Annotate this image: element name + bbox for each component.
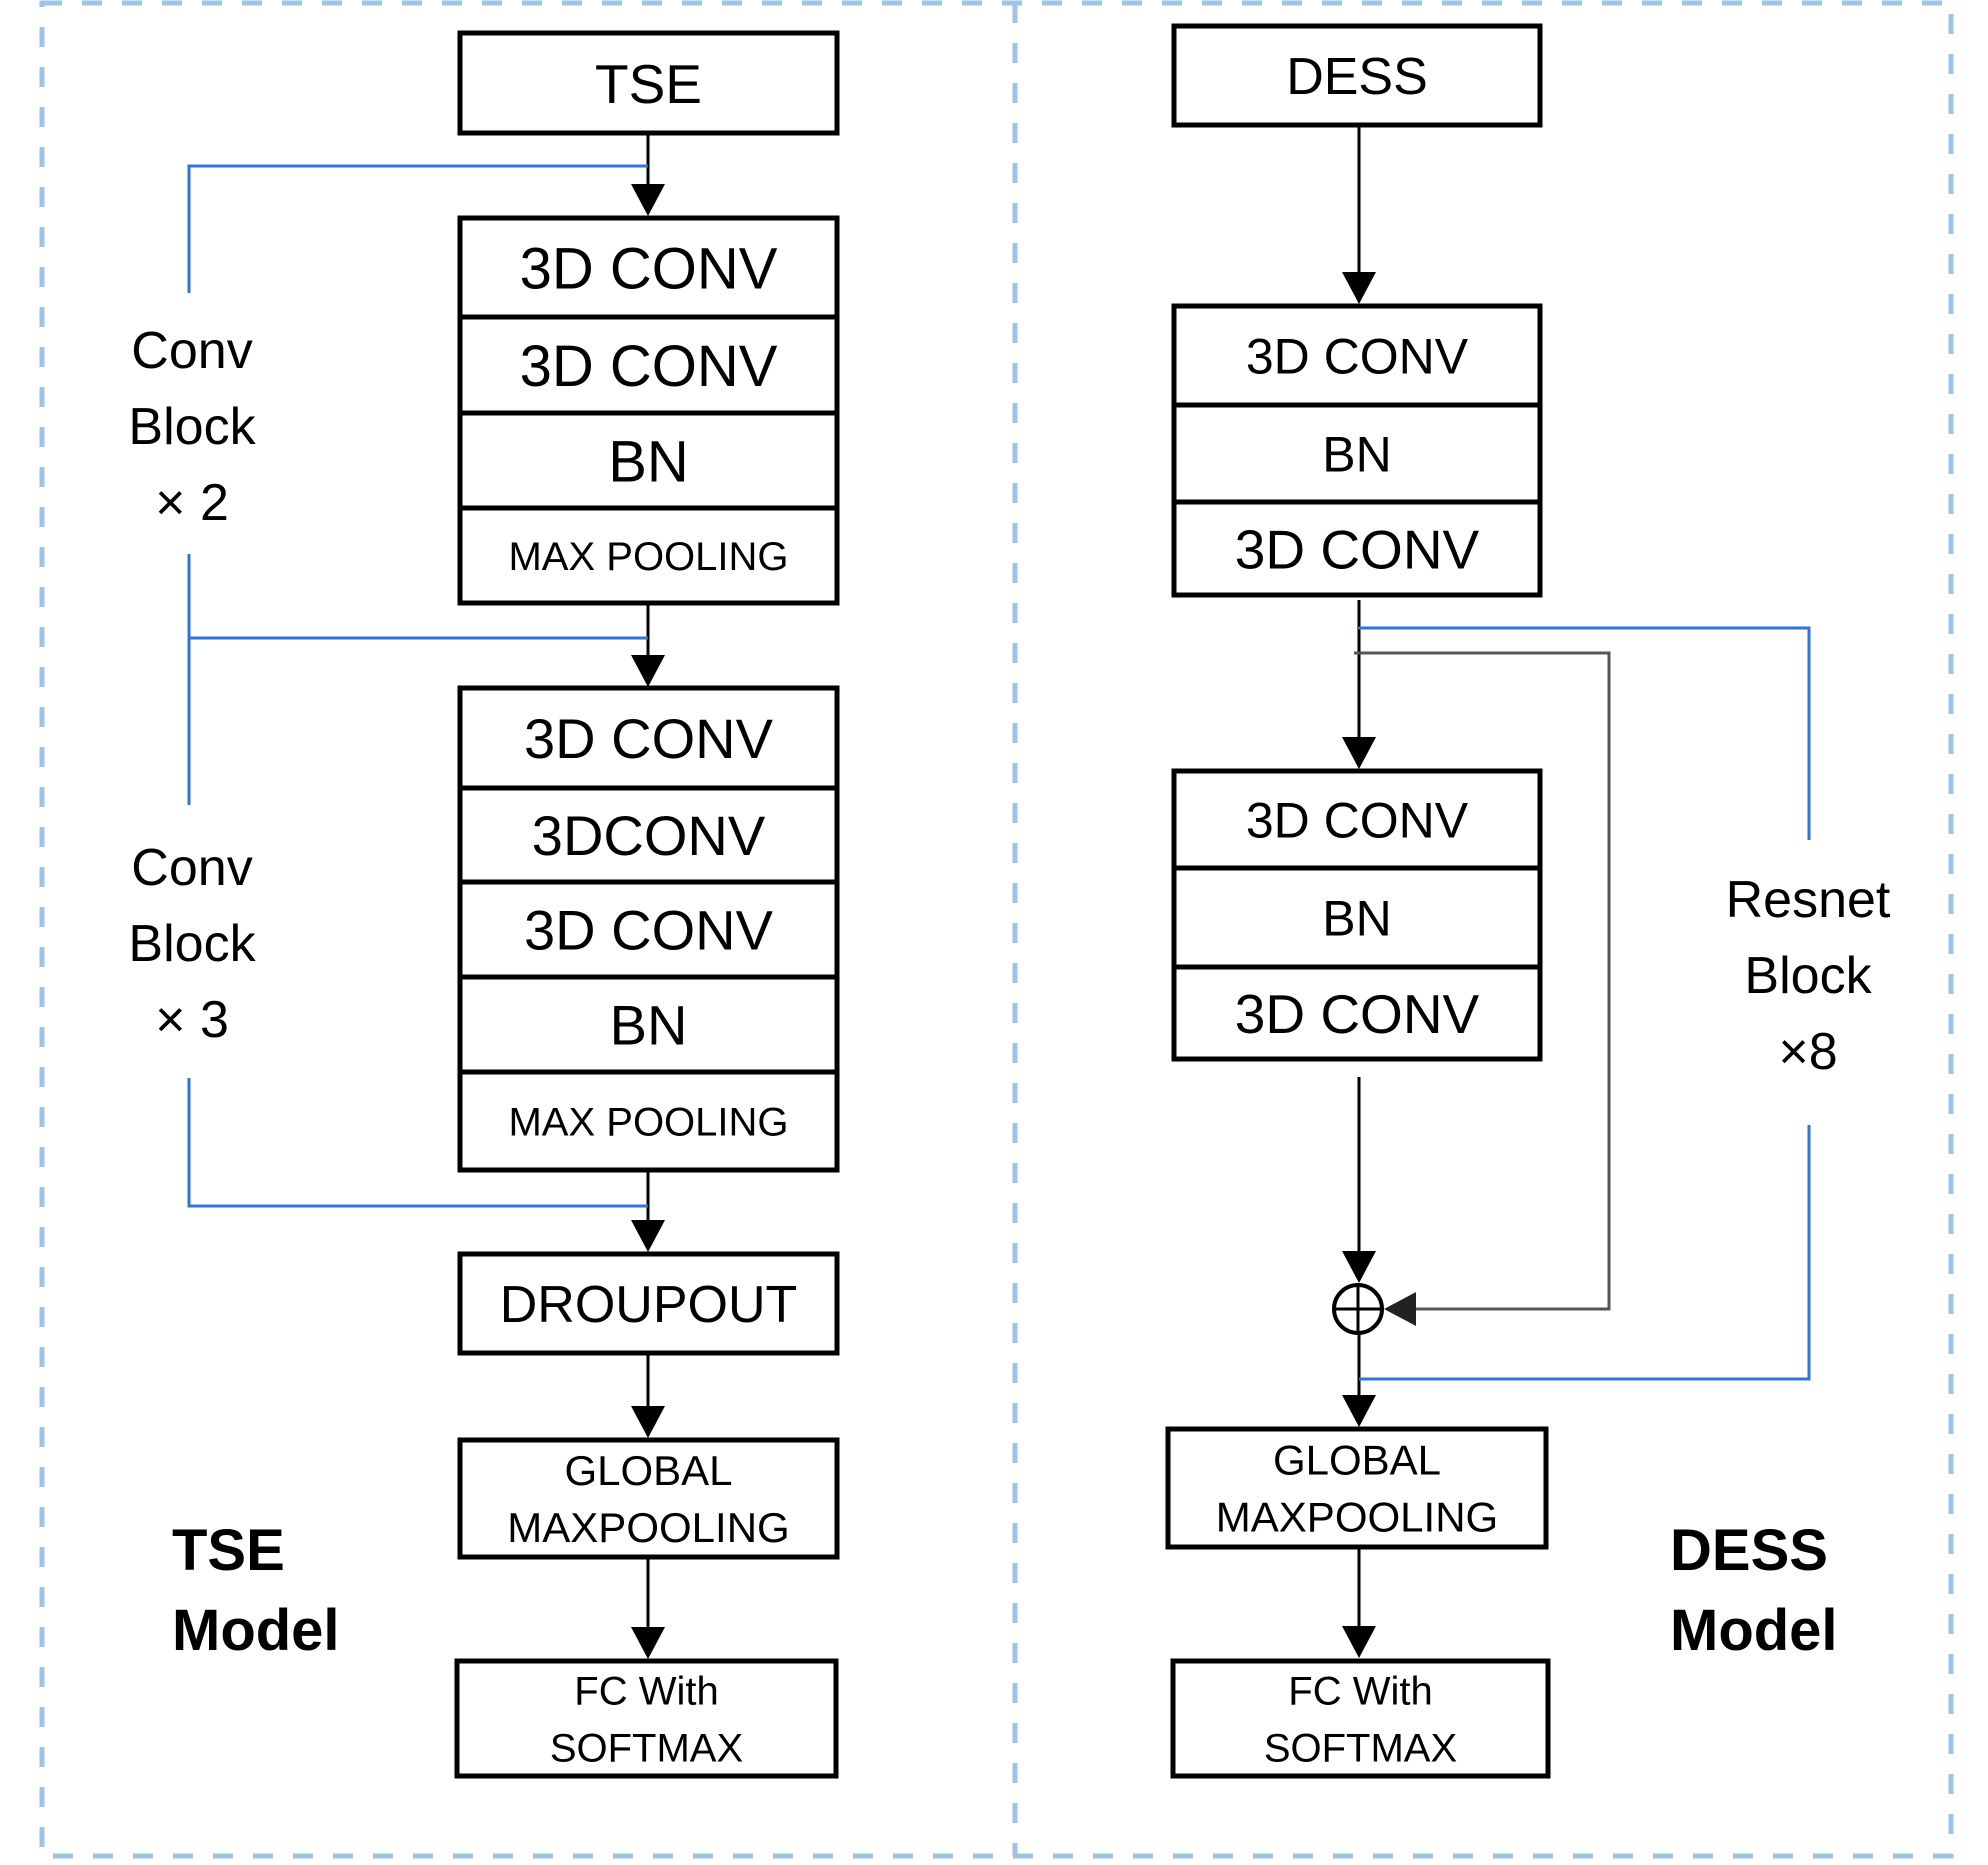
box-label: GLOBAL xyxy=(564,1447,732,1494)
dess-resnet-block-1: 3D CONV BN 3D CONV xyxy=(1171,303,1543,598)
box-label: FC With xyxy=(574,1669,718,1713)
dess-global-maxpool-box-frame xyxy=(1165,1426,1549,1550)
tse-model-title-line: Model xyxy=(172,1598,340,1663)
conv-block-bracket-bottom xyxy=(187,1078,648,1208)
tse-input-box: TSE xyxy=(457,30,840,136)
dess-arrow-icon xyxy=(1342,272,1376,304)
layer-label: MAX POOLING xyxy=(508,535,788,579)
conv-block-x2-label-line: × 2 xyxy=(155,474,229,532)
residual-skip-connection xyxy=(1354,651,1611,1311)
resnet-bracket-top xyxy=(1357,626,1811,840)
layer-label: 3D CONV xyxy=(1246,329,1469,385)
layer-label: BN xyxy=(1322,427,1391,483)
tse-arrow-icon xyxy=(631,655,665,687)
tse-model-panel: TSE 3D CONV 3D CONV BN MAX POOLING 3D CONV 3DC… xyxy=(128,30,840,1779)
tse-arrow-icon xyxy=(631,1627,665,1659)
dess-input-box-frame xyxy=(1171,23,1543,128)
box-label: FC With xyxy=(1288,1669,1432,1713)
box-label: MAXPOOLING xyxy=(507,1504,789,1551)
tse-global-maxpool-box: GLOBAL MAXPOOLING xyxy=(457,1437,840,1560)
dess-model-title-line: Model xyxy=(1670,1598,1838,1663)
resnet-bracket-bottom xyxy=(1359,1125,1811,1381)
box-label: GLOBAL xyxy=(1273,1437,1441,1484)
box-label: DESS xyxy=(1286,48,1428,106)
box-label: SOFTMAX xyxy=(550,1726,743,1770)
dess-arrow-icon xyxy=(1342,737,1376,769)
conv-block-x2-label-line: Block xyxy=(128,398,256,456)
dess-resnet-block-1-frame xyxy=(1171,303,1543,598)
tse-conv-block-brackets xyxy=(187,164,648,1208)
dess-resnet-block-2-frame xyxy=(1171,768,1543,1062)
conv-block-x3-label-line: × 3 xyxy=(155,991,229,1049)
box-label: TSE xyxy=(595,53,702,115)
dess-global-maxpool-box: GLOBAL MAXPOOLING xyxy=(1165,1426,1549,1550)
conv-block-x3-label-line: Conv xyxy=(131,839,252,897)
resnet-block-x8-label-line: Resnet xyxy=(1726,871,1891,929)
tse-conv-block-2-frame xyxy=(457,685,840,1173)
layer-label: 3D CONV xyxy=(1235,983,1480,1045)
box-label: DROUPOUT xyxy=(500,1276,798,1334)
tse-fc-softmax-box-frame xyxy=(454,1658,839,1779)
dashed-frame xyxy=(39,0,1954,1859)
tse-global-maxpool-box-frame xyxy=(457,1437,840,1560)
conv-block-x2-label-line: Conv xyxy=(131,322,252,380)
conv-block-x3-label-line: Block xyxy=(128,915,256,973)
layer-label: 3D CONV xyxy=(524,707,774,770)
layer-label: 3D CONV xyxy=(520,334,778,399)
layer-label: 3DCONV xyxy=(532,804,766,867)
dess-model-panel: DESS 3D CONV BN 3D CONV 3D CONV BN 3D CONV GLOB… xyxy=(1165,23,1891,1779)
dess-model-title-line: DESS xyxy=(1670,1518,1828,1583)
layer-label: 3D CONV xyxy=(524,899,774,962)
resnet-block-bracket xyxy=(1357,626,1811,1381)
box-label: MAXPOOLING xyxy=(1216,1494,1498,1541)
dess-arrow-icon xyxy=(1342,1626,1376,1658)
dess-model-title: DESS Model xyxy=(1670,1518,1838,1663)
skip-arrow-icon xyxy=(1384,1292,1416,1326)
dess-arrow-icon xyxy=(1342,1395,1376,1427)
layer-label: 3D CONV xyxy=(520,236,778,301)
tse-dropout-box-frame xyxy=(457,1251,840,1356)
tse-model-title: TSE Model xyxy=(172,1518,340,1663)
tse-arrow-icon xyxy=(631,1220,665,1252)
dess-fc-softmax-box-frame xyxy=(1170,1658,1551,1779)
layer-label: MAX POOLING xyxy=(508,1100,788,1144)
resnet-block-x8-label-line: ×8 xyxy=(1778,1023,1837,1081)
layer-label: BN xyxy=(610,994,688,1057)
dess-arrow-icon xyxy=(1342,1251,1376,1283)
tse-dropout-box: DROUPOUT xyxy=(457,1251,840,1356)
layer-label: BN xyxy=(608,429,689,494)
layer-label: BN xyxy=(1322,891,1391,947)
resnet-block-x8-label-line: Block xyxy=(1744,947,1872,1005)
tse-conv-block-2: 3D CONV 3DCONV 3D CONV BN MAX POOLING xyxy=(457,685,840,1173)
tse-arrow-icon xyxy=(631,1406,665,1438)
conv-block-bracket-top xyxy=(187,164,648,293)
tse-model-title-line: TSE xyxy=(172,1518,285,1583)
tse-arrow-icon xyxy=(631,184,665,216)
add-operator-icon xyxy=(1332,1283,1384,1335)
dess-input-box: DESS xyxy=(1171,23,1543,128)
layer-label: 3D CONV xyxy=(1235,518,1480,580)
dess-resnet-block-2: 3D CONV BN 3D CONV xyxy=(1171,768,1543,1062)
outer-dashed-border xyxy=(39,0,1954,1859)
tse-conv-block-1: 3D CONV 3D CONV BN MAX POOLING xyxy=(457,215,840,606)
layer-label: 3D CONV xyxy=(1246,793,1469,849)
box-label: SOFTMAX xyxy=(1264,1726,1457,1770)
